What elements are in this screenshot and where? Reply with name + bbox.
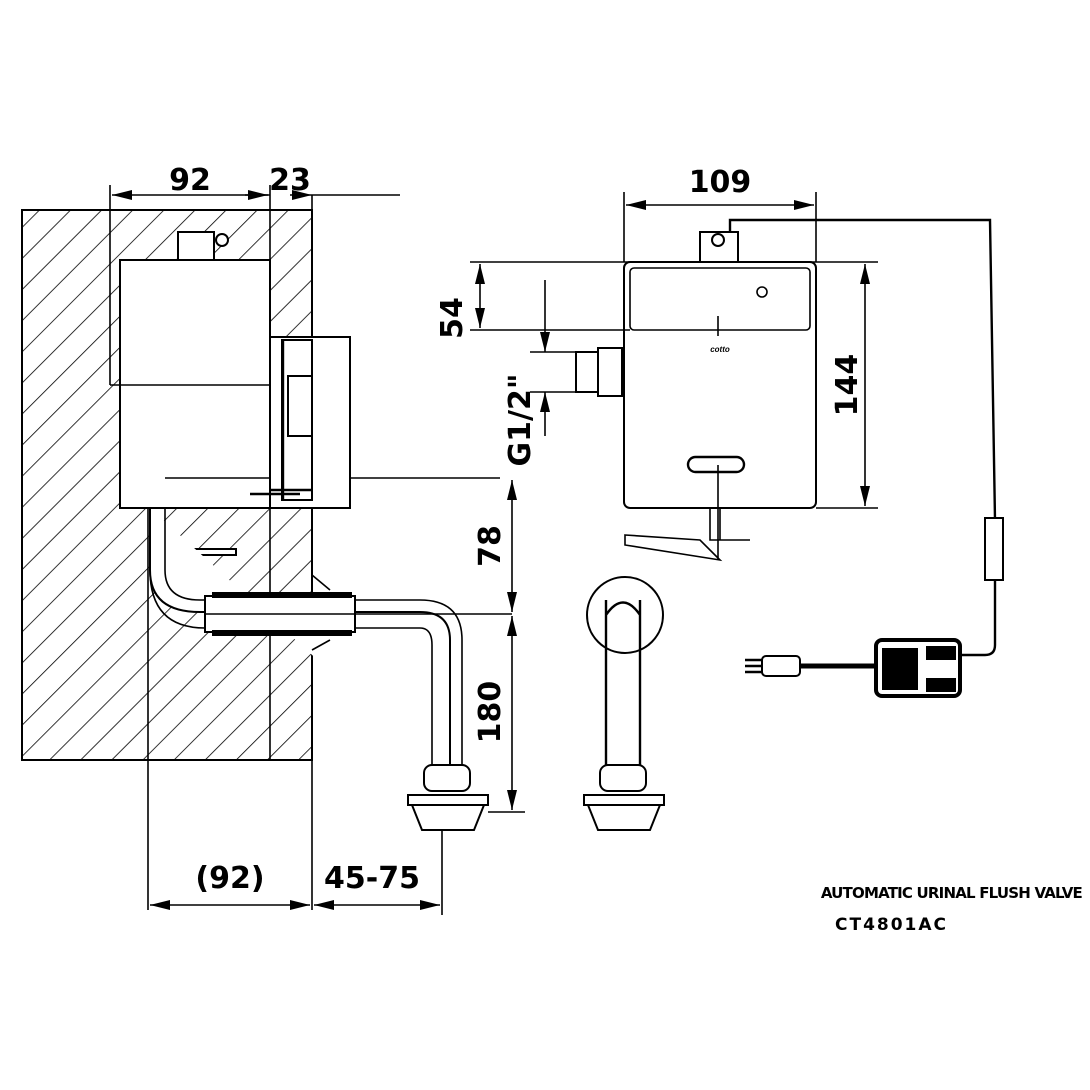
dimension-lines <box>109 185 878 915</box>
top-fitting <box>177 231 215 261</box>
inlet-fitting <box>575 351 599 393</box>
outlet-nut <box>423 764 471 792</box>
dim-180: 180 <box>473 681 508 744</box>
dim-92: 92 <box>169 163 211 198</box>
dim-109: 109 <box>689 165 752 200</box>
dim-23: 23 <box>269 163 311 198</box>
brand-logo: cotto <box>710 345 730 354</box>
concealed-box <box>119 259 271 509</box>
front-view: cotto <box>575 231 817 831</box>
dim-45-75: 45-75 <box>324 861 420 896</box>
drawing-title: AUTOMATIC URINAL FLUSH VALVE <box>821 884 1083 902</box>
sensor-window <box>686 455 746 474</box>
dim-144: 144 <box>830 354 865 417</box>
dim-54: 54 <box>435 297 470 339</box>
dim-g12: G1/2" <box>503 374 538 467</box>
pipe-flange <box>586 576 664 654</box>
dimension-labels: 92 23 109 54 G1/2" 144 78 180 (92) 45-75 <box>169 163 865 896</box>
model-number: CT4801AC <box>835 915 948 935</box>
dim-92-wall: (92) <box>195 861 264 896</box>
wall-section <box>21 195 512 910</box>
dim-78: 78 <box>473 525 508 567</box>
power-adapter <box>728 218 1004 698</box>
